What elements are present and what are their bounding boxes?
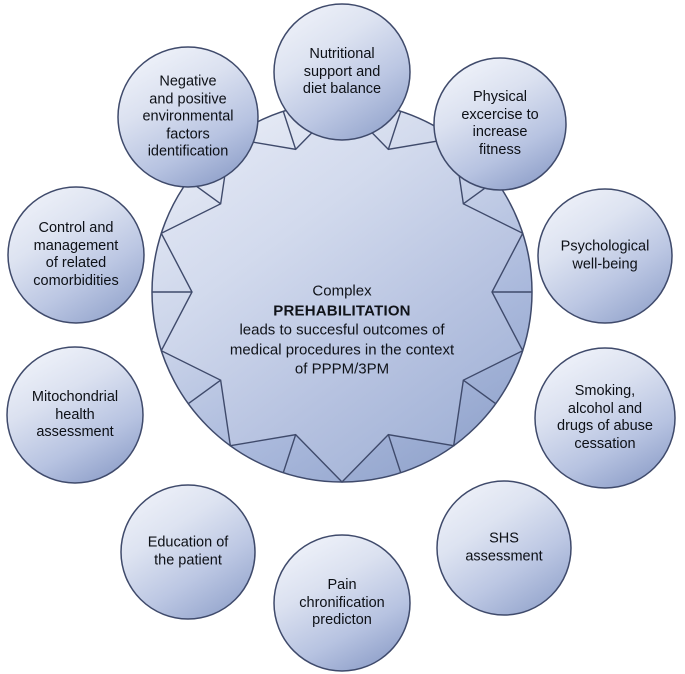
spoke-line-6 [187,379,222,405]
spoke-lines [152,111,532,473]
node-circle-psychological[interactable] [537,188,673,324]
node-circle-shs[interactable] [436,480,572,616]
node-circle-smoking[interactable] [534,347,676,489]
spoke-line-3 [462,379,497,405]
node-circle-education[interactable] [120,484,256,620]
node-circle-pain[interactable] [273,534,411,672]
node-circle-nutrition[interactable] [273,3,411,141]
hub-star-polygon [160,100,524,484]
node-circle-environment[interactable] [117,46,259,188]
node-circle-comorbidities[interactable] [7,186,145,324]
node-circle-exercise[interactable] [433,57,567,191]
spoke-line-5 [282,434,297,473]
spoke-line-9 [282,111,297,150]
spoke-line-4 [387,434,402,473]
satellite-circles [6,3,676,672]
node-circle-mitochondrial[interactable] [6,346,144,484]
spoke-line-0 [387,111,402,150]
